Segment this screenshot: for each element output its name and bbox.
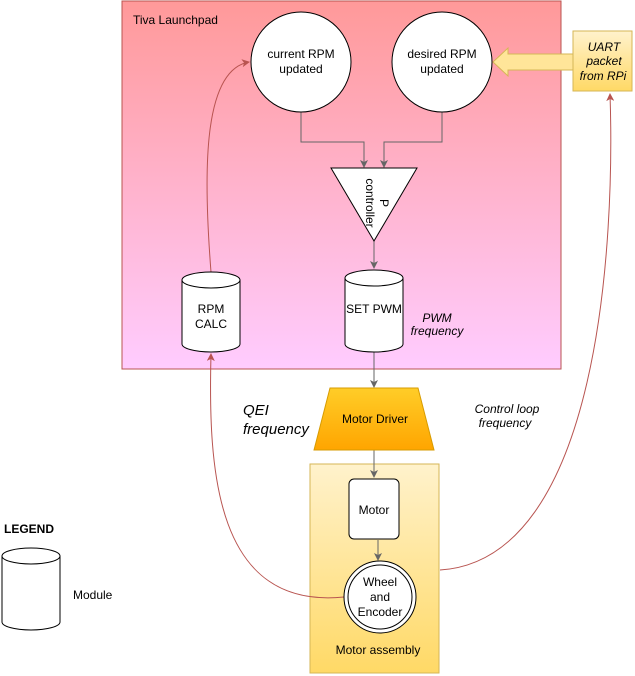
legend: LEGEND Module: [1, 522, 113, 631]
uart-label-1: UART: [588, 40, 622, 54]
qei-frequency-label-1: QEI: [243, 402, 269, 419]
rpm-calc-label-1: RPM: [198, 302, 225, 316]
control-loop-annotation: Control loop frequency: [475, 402, 540, 430]
legend-module-label: Module: [73, 588, 113, 602]
arrow-desired-rpm-to-controller: [380, 112, 443, 168]
p-controller-label-1: P: [377, 199, 391, 207]
uart-label-3: from RPi: [580, 69, 627, 83]
arrow-current-rpm-to-controller: [300, 112, 368, 168]
set-pwm-module: SET PWM: [344, 269, 404, 353]
motor-node: Motor: [348, 478, 400, 540]
rpm-calc-label-2: CALC: [195, 317, 227, 331]
motor-assembly-label: Motor assembly: [336, 643, 421, 657]
uart-label-2: packet: [585, 54, 622, 68]
motor-label: Motor: [359, 503, 390, 517]
wheel-encoder-label-2: and: [370, 590, 390, 604]
motor-driver-label: Motor Driver: [342, 412, 408, 426]
current-rpm-label-1: current RPM: [267, 47, 334, 61]
p-controller-label-2: controller: [363, 178, 377, 227]
control-loop-label-1: Control loop: [475, 402, 540, 416]
wheel-encoder-node: Wheel and Encoder: [343, 560, 417, 634]
pwm-frequency-label-1: PWM: [422, 311, 451, 325]
rpm-calc-module: RPM CALC: [181, 271, 241, 353]
qei-frequency-annotation: QEI frequency: [243, 402, 310, 438]
wheel-encoder-label-3: Encoder: [358, 605, 403, 619]
pwm-frequency-annotation: PWM frequency: [411, 311, 465, 338]
set-pwm-label: SET PWM: [346, 302, 402, 316]
qei-frequency-label-2: frequency: [243, 421, 310, 438]
connectors-gray: [300, 112, 443, 561]
legend-title: LEGEND: [4, 522, 54, 536]
tiva-launchpad-label: Tiva Launchpad: [133, 13, 218, 27]
current-rpm-node: current RPM updated: [250, 11, 352, 113]
arrow-rpm-calc-to-current-rpm: [206, 59, 250, 273]
desired-rpm-label-1: desired RPM: [407, 47, 476, 61]
control-loop-label-2: frequency: [479, 416, 533, 430]
uart-to-desired-rpm-block-arrow: [492, 46, 574, 78]
p-controller-node: P controller: [330, 167, 418, 242]
current-rpm-label-2: updated: [279, 62, 322, 76]
wheel-encoder-label-1: Wheel: [363, 575, 397, 589]
motor-driver-node: Motor Driver: [313, 387, 435, 451]
uart-node: UART packet from RPi: [492, 30, 633, 92]
connectors-red: [206, 59, 615, 599]
arrow-wheel-to-uart: [439, 93, 615, 571]
desired-rpm-label-2: updated: [420, 62, 463, 76]
pwm-frequency-label-2: frequency: [411, 324, 465, 338]
legend-module-cylinder: [1, 547, 61, 631]
arrow-wheel-to-rpm-calc: [206, 353, 345, 599]
desired-rpm-node: desired RPM updated: [391, 11, 493, 113]
